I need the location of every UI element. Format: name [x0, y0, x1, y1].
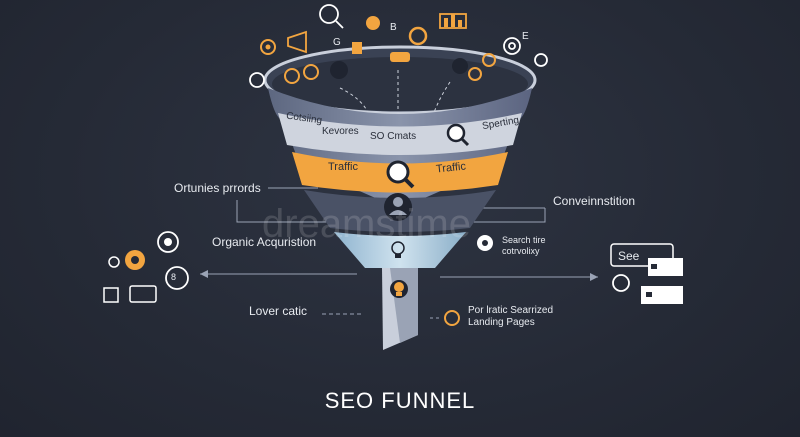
right-icons — [444, 235, 683, 326]
traffic-label-left: Traffic — [328, 161, 358, 173]
icon-letter-g: G — [333, 37, 341, 48]
watermark: dreamstime — [262, 202, 471, 246]
search-label-line2: cotrvolixy — [502, 246, 540, 256]
coin-icon — [366, 16, 380, 30]
band-top-label-mid1: Kevores — [322, 126, 359, 137]
landing-label-line2: Landing Pages — [468, 317, 535, 328]
gear-left-icon — [249, 72, 265, 88]
landing-label-line1: Por lratic Searrized — [468, 305, 554, 316]
see-label: See — [618, 249, 640, 263]
lover-catic-label: Lover catic — [249, 304, 308, 318]
top-icons — [249, 4, 548, 88]
band-top-label-mid2: SO Cmats — [370, 131, 417, 142]
search-label: Search tire cotrvolixy — [502, 235, 546, 257]
gear-orange-icon — [260, 39, 276, 55]
page-title: SEO FUNNEL — [324, 388, 476, 413]
funnel-band-lower — [334, 232, 466, 268]
megaphone-icon — [287, 30, 307, 54]
rim-icons — [284, 53, 496, 84]
search-letter-icon — [319, 4, 344, 29]
target-small-icon — [534, 53, 548, 67]
dollar-icon — [352, 42, 362, 54]
gear-top-icon — [408, 26, 428, 46]
icon-letter-b: B — [390, 22, 397, 33]
target-icon — [503, 37, 521, 55]
search-label-line1: Search tire — [502, 235, 546, 245]
landing-pages-label: Por lratic Searrized Landing Pages — [468, 305, 553, 329]
icon-letter-e: E — [522, 31, 529, 42]
right-arrow-icon — [590, 273, 598, 281]
conversion-label: Conveinnstition — [553, 194, 636, 208]
opportunities-label: Ortunies prrords — [174, 181, 261, 195]
left-icon-text: 8 — [171, 272, 177, 282]
chat-icon — [390, 52, 410, 62]
user-icon — [384, 193, 412, 221]
magnifier-small-icon — [446, 123, 470, 147]
lightbulb-orange-icon — [390, 280, 408, 298]
lightbulb-icon — [391, 241, 405, 258]
bars-icon — [444, 14, 462, 27]
organic-acquisition-label: Organic Acquristion — [212, 235, 317, 249]
left-icons — [103, 231, 189, 303]
magnifier-icon — [386, 160, 415, 189]
left-arrow-icon — [200, 270, 208, 278]
funnel-band-top — [278, 113, 522, 155]
